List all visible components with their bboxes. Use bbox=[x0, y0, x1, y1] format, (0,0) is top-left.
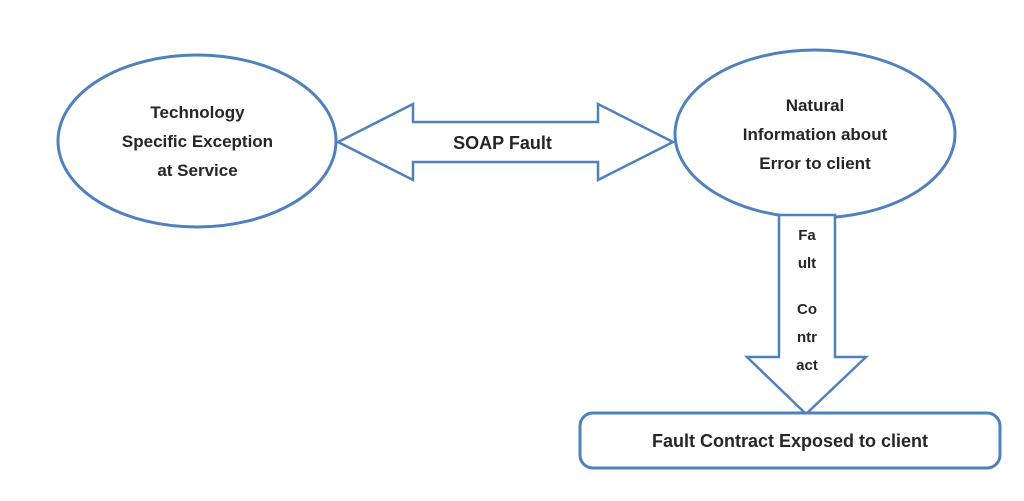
left-ellipse-label: Technology Specific Exception at Service bbox=[58, 55, 337, 228]
fault-contract-arrow-label: Fa ult Co ntr act bbox=[777, 222, 837, 382]
fault-contract-down-arrow bbox=[743, 213, 870, 416]
left-ellipse-shape bbox=[56, 53, 338, 229]
right-ellipse-line-2: Information about bbox=[742, 124, 888, 144]
left-ellipse-line-1: Technology bbox=[150, 103, 245, 122]
right-ellipse-label: Natural Information about Error to clien… bbox=[675, 50, 955, 218]
fault-contract-arrow-line-1: Fa bbox=[798, 227, 816, 244]
fault-contract-arrow-line-4: ntr bbox=[797, 329, 817, 346]
fault-contract-arrow-line-5: act bbox=[796, 357, 818, 374]
left-ellipse-line-3: at Service bbox=[157, 161, 238, 180]
soap-fault-double-arrow bbox=[335, 101, 676, 183]
bottom-box-shape bbox=[578, 411, 1002, 470]
fault-contract-arrow-line-2: ult bbox=[797, 255, 817, 272]
soap-fault-arrow-label: SOAP Fault bbox=[453, 133, 552, 153]
fault-contract-arrow-line-3: Co bbox=[797, 301, 817, 318]
right-ellipse-line-3: Error to client bbox=[759, 153, 871, 173]
right-ellipse-line-1: Natural bbox=[785, 95, 845, 115]
left-ellipse-line-2: Specific Exception bbox=[121, 132, 274, 151]
bottom-box-label: Fault Contract Exposed to client bbox=[651, 430, 929, 451]
